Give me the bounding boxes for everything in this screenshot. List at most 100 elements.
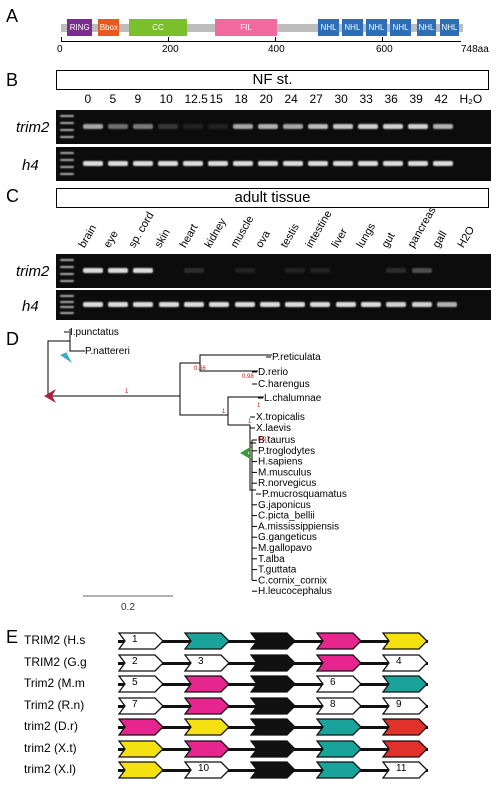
taxon-label: G.japonicus [258, 500, 311, 511]
taxon-label: P.reticulata [272, 352, 321, 363]
exon-block [382, 632, 428, 650]
domain-fil-3: FIL [215, 19, 278, 36]
tissue-lane-label: kidney [202, 216, 230, 250]
taxon-label: M.musculus [258, 467, 311, 478]
trim2-nf-band [357, 124, 378, 129]
ladder-band [60, 259, 74, 261]
h4-nf-band [332, 161, 353, 166]
exon-block [316, 718, 362, 736]
exon-number: 9 [396, 698, 402, 710]
domain-nhl-9: NHL [439, 19, 460, 36]
panel-label-a: A [6, 6, 19, 26]
h4-nf-band [132, 161, 153, 166]
exon-block [250, 632, 296, 650]
scale-tick-label: 600 [376, 44, 393, 55]
trim2-nf-band [232, 124, 253, 129]
h4-nf-band [157, 161, 178, 166]
exon-block [316, 739, 362, 758]
h4-tissue-band [437, 302, 458, 307]
trim2-nf-band [107, 124, 128, 129]
exon-block [316, 675, 362, 693]
gel-b-h4 [56, 147, 491, 181]
trim2-tissue-band [234, 268, 255, 273]
tissue-lane-label: eye [101, 228, 121, 250]
scale-tick [382, 37, 383, 42]
h4-nf-band [307, 161, 328, 166]
gel-b-row-trim2: trim2 [16, 119, 50, 136]
panel-label-c: C [6, 186, 19, 206]
tissue-lane-label: gall [430, 229, 450, 250]
length-label: 748aa [461, 44, 489, 55]
ladder-band [60, 158, 74, 161]
trim2-nf-band [407, 124, 428, 129]
exon-number: 6 [330, 677, 336, 688]
h4-tissue-band [133, 302, 154, 307]
h4-tissue-band [209, 302, 230, 307]
trim2-tissue-band [411, 268, 432, 273]
gene-row-label: trim2 (D.r) [24, 719, 78, 733]
exon-block [382, 675, 428, 693]
taxon-label: L.chalumnae [264, 393, 322, 404]
trim2-tissue-band [285, 268, 306, 273]
exon-block [316, 653, 362, 672]
exon-number: 8 [330, 698, 336, 710]
exon-block [118, 696, 164, 715]
nf-lane-label: 36 [384, 92, 398, 106]
gel-c-row-trim2: trim2 [16, 263, 50, 280]
ladder-band [60, 312, 74, 315]
trim2-tissue-band [310, 268, 331, 273]
h4-nf-band [432, 161, 453, 166]
exon-block [382, 653, 428, 672]
phylogenetic-tree: 1 0.56 0.98 1 1 0.97 1 I.punctatusP.natt… [44, 327, 347, 613]
taxon-label: M.gallopavo [258, 543, 312, 554]
tissue-lane-label: brain [76, 222, 99, 250]
exon-block [184, 718, 230, 736]
exon-block [250, 653, 296, 672]
exon-block [250, 761, 296, 779]
h4-nf-band [257, 161, 278, 166]
trim2-nf-band [82, 124, 103, 129]
tissue-lane-label: muscle [228, 213, 256, 250]
nf-lane-label: 15 [209, 92, 223, 106]
red-node-marker [44, 389, 56, 403]
nf-lane-label: 30 [334, 92, 348, 106]
trim2-nf-band [182, 124, 203, 129]
ladder-band [60, 272, 74, 275]
nf-stage-header: NF st. [56, 70, 489, 90]
nf-lane-label: 12.5 [184, 92, 208, 106]
tissue-lane-label: heart [177, 222, 201, 250]
domain-nhl-8: NHL [416, 19, 437, 36]
taxon-label: T.guttata [258, 565, 297, 576]
domain-nhl-5: NHL [341, 19, 364, 36]
gel-c-trim2 [56, 254, 491, 288]
ladder-band [60, 165, 74, 168]
domain-ring-0: RING [67, 19, 92, 36]
domain-nhl-7: NHL [389, 19, 412, 36]
h4-tissue-band [411, 302, 432, 307]
gene-row-label: trim2 (X.t) [24, 740, 77, 755]
exon-number: 7 [132, 698, 138, 710]
taxon-label: C.cornix_cornix [258, 575, 327, 586]
trim2-nf-band [282, 124, 303, 129]
nf-lane-label: 5 [109, 92, 117, 106]
support-value: 1 [222, 409, 226, 415]
exon-number: 4 [396, 655, 402, 667]
ladder-band [60, 265, 74, 268]
tissue-lane-label: H2O [455, 224, 478, 250]
gene-row-label: TRIM2 (H.s [24, 633, 86, 647]
exon-block [184, 739, 230, 758]
ladder-band [60, 306, 74, 309]
exon-block [316, 632, 362, 650]
gene-row-label: Trim2 (R.n) [24, 697, 85, 712]
trim2-nf-band [257, 124, 278, 129]
ladder-band [60, 152, 74, 154]
exon-block [118, 761, 164, 779]
taxon-label: G.gangeticus [258, 532, 317, 543]
h4-nf-band [207, 161, 228, 166]
trim2-tissue-band [386, 268, 407, 273]
taxon-label: R.norvegicus [258, 478, 316, 489]
nf-lane-label: 9 [134, 92, 142, 106]
h4-tissue-band [259, 302, 280, 307]
